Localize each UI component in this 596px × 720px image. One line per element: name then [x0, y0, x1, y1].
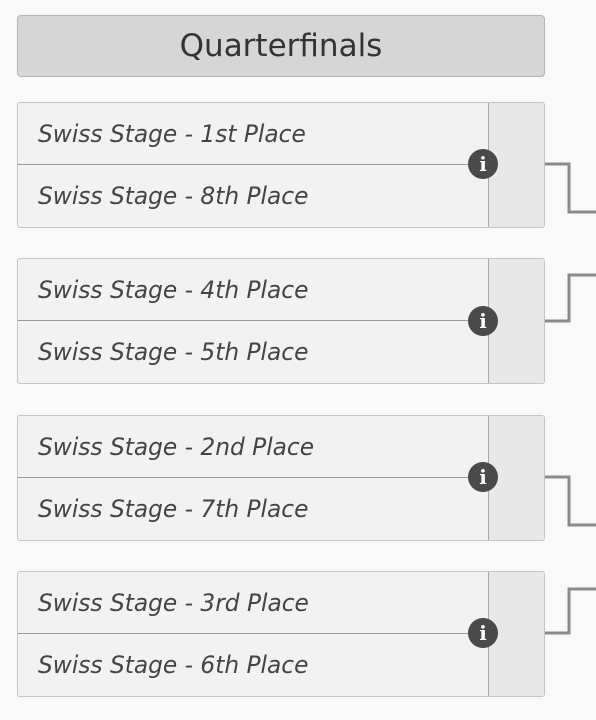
team-slot-top[interactable]: Swiss Stage - 3rd Place [18, 572, 489, 634]
team-name: Swiss Stage - 4th Place [38, 275, 309, 304]
info-icon[interactable]: i [468, 306, 498, 336]
match-card[interactable]: Swiss Stage - 2nd Place Swiss Stage - 7t… [17, 415, 545, 541]
round-header: Quarterfinals [17, 15, 545, 77]
team-slot-bottom[interactable]: Swiss Stage - 6th Place [18, 634, 489, 696]
info-icon[interactable]: i [468, 618, 498, 648]
team-slot-bottom[interactable]: Swiss Stage - 8th Place [18, 165, 489, 227]
team-name: Swiss Stage - 5th Place [38, 338, 309, 366]
team-slot-top[interactable]: Swiss Stage - 4th Place [18, 259, 489, 321]
team-slot-bottom[interactable]: Swiss Stage - 5th Place [18, 321, 489, 383]
connector-line [545, 475, 596, 527]
match-card[interactable]: Swiss Stage - 1st Place Swiss Stage - 8t… [17, 102, 545, 228]
team-name: Swiss Stage - 6th Place [38, 651, 309, 679]
info-icon[interactable]: i [468, 149, 498, 179]
match-card[interactable]: Swiss Stage - 4th Place Swiss Stage - 5t… [17, 258, 545, 384]
team-name: Swiss Stage - 1st Place [38, 119, 306, 148]
round-title: Quarterfinals [179, 28, 383, 64]
connector-line [545, 162, 596, 214]
team-slot-top[interactable]: Swiss Stage - 2nd Place [18, 416, 489, 478]
info-icon[interactable]: i [468, 462, 498, 492]
match-card[interactable]: Swiss Stage - 3rd Place Swiss Stage - 6t… [17, 571, 545, 697]
team-slot-top[interactable]: Swiss Stage - 1st Place [18, 103, 489, 165]
team-slot-bottom[interactable]: Swiss Stage - 7th Place [18, 478, 489, 540]
team-name: Swiss Stage - 3rd Place [38, 588, 309, 617]
team-name: Swiss Stage - 2nd Place [38, 432, 315, 461]
connector-line [545, 273, 596, 323]
team-name: Swiss Stage - 7th Place [38, 495, 309, 523]
connector-line [545, 587, 596, 635]
team-name: Swiss Stage - 8th Place [38, 182, 309, 210]
